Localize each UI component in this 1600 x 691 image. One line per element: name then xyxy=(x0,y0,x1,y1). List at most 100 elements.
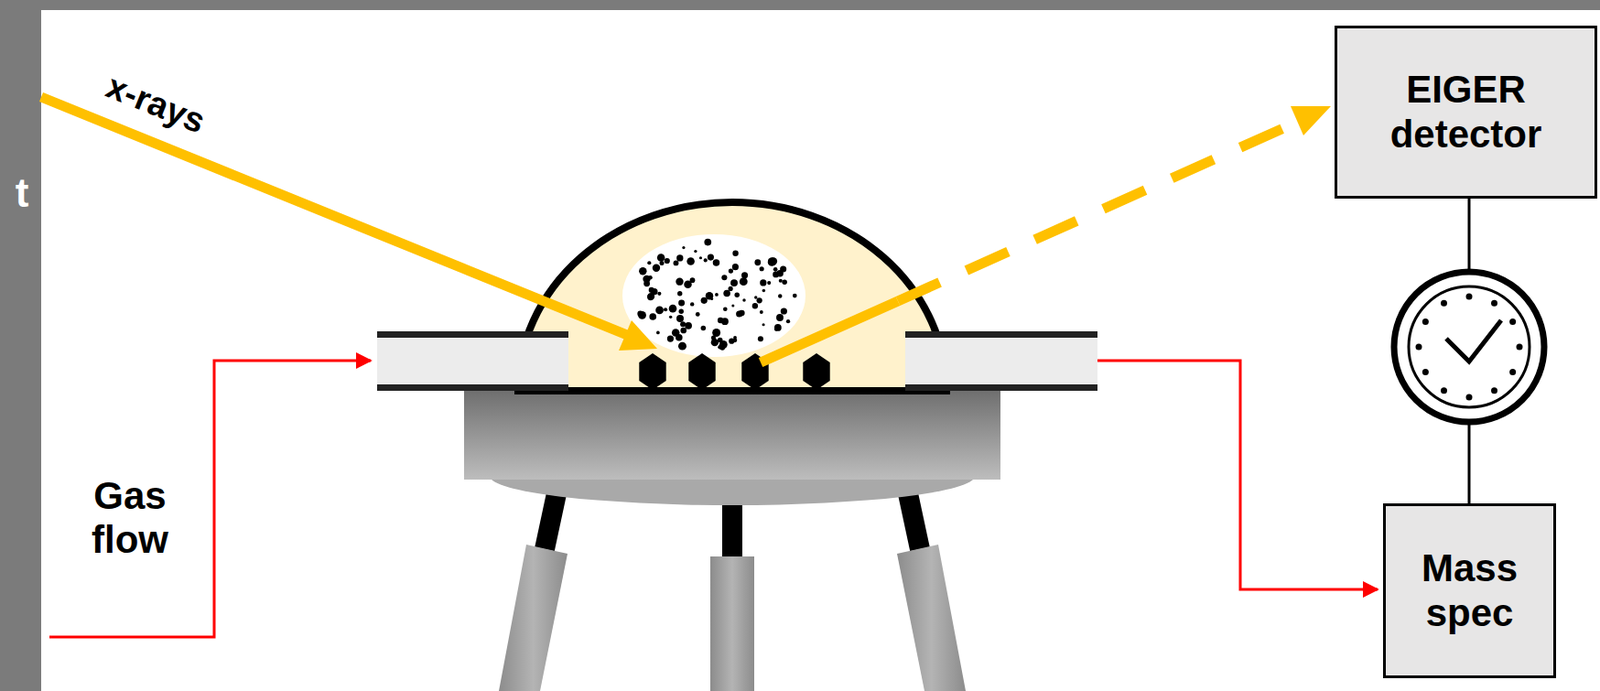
particle xyxy=(719,340,728,349)
particle xyxy=(731,303,735,307)
leg-lower xyxy=(498,544,568,691)
particle xyxy=(778,279,783,283)
particle xyxy=(721,317,729,325)
particle xyxy=(648,292,656,301)
clock-ticks xyxy=(1416,293,1524,401)
clock-tick xyxy=(1466,293,1473,301)
particle xyxy=(741,271,748,279)
gas-flow-label: Gas flow xyxy=(65,474,195,563)
particle xyxy=(776,270,784,278)
beam-arrowhead xyxy=(1290,106,1331,136)
particle xyxy=(742,298,746,302)
particle xyxy=(767,257,777,266)
clock-tick xyxy=(1422,318,1429,325)
particle xyxy=(637,310,643,316)
stage-bottom xyxy=(489,475,975,506)
particle xyxy=(774,324,782,332)
particle xyxy=(680,321,686,327)
particle xyxy=(703,238,712,247)
clock-rim xyxy=(1408,286,1530,408)
particle xyxy=(710,297,714,301)
particle xyxy=(732,249,738,256)
particle xyxy=(711,338,719,346)
crystal-hexagon xyxy=(802,353,830,390)
particle xyxy=(778,293,782,298)
particle xyxy=(759,310,764,314)
tripod-legs xyxy=(498,485,966,691)
particle xyxy=(739,277,748,286)
particle xyxy=(655,306,664,315)
particle xyxy=(669,304,678,314)
box-label: Mass spec xyxy=(1393,546,1546,636)
gas-pipe xyxy=(905,331,1098,391)
particle xyxy=(673,259,680,266)
diffracted-beam-dashed xyxy=(897,120,1300,302)
particle xyxy=(762,323,766,326)
particle xyxy=(679,309,684,314)
particle xyxy=(656,331,660,336)
particle xyxy=(759,266,765,271)
particle xyxy=(730,279,738,287)
particle xyxy=(728,268,734,273)
particle xyxy=(767,281,771,285)
particle xyxy=(773,267,779,272)
particle xyxy=(680,327,687,335)
particle xyxy=(728,286,734,292)
particle xyxy=(647,260,651,265)
clock-face xyxy=(1394,271,1545,422)
particle xyxy=(648,275,653,281)
gas-inlet-line xyxy=(49,360,371,638)
particle xyxy=(762,289,766,292)
particle xyxy=(681,246,685,249)
particle xyxy=(759,279,767,286)
particle xyxy=(732,280,737,285)
clock-tick xyxy=(1516,344,1524,351)
clock-tick xyxy=(1491,300,1498,307)
particle xyxy=(721,274,727,281)
particle xyxy=(754,259,761,266)
particle xyxy=(754,295,757,299)
catalyst-crystals xyxy=(638,353,830,390)
particle xyxy=(714,292,719,297)
gas-pipe xyxy=(377,331,569,391)
particle xyxy=(638,267,647,275)
particle xyxy=(678,342,687,351)
particle xyxy=(701,325,707,332)
particle xyxy=(713,259,721,267)
clock-tick xyxy=(1509,318,1516,325)
box-label: EIGER detector xyxy=(1344,67,1588,157)
particle xyxy=(652,264,660,272)
particle xyxy=(695,312,701,317)
particle xyxy=(664,258,671,264)
particle-cloud xyxy=(622,234,806,357)
crystal-hexagon xyxy=(688,353,715,390)
particle xyxy=(676,314,684,323)
particle xyxy=(669,315,672,319)
clock-tick xyxy=(1466,394,1473,401)
clock-tick xyxy=(1440,387,1448,394)
particle xyxy=(677,291,682,296)
leg-lower xyxy=(710,556,755,691)
particle xyxy=(776,313,784,322)
dome-cell xyxy=(518,202,947,391)
clock-tick xyxy=(1440,300,1448,307)
particle xyxy=(690,302,694,306)
particle xyxy=(657,253,666,262)
particle xyxy=(732,263,739,271)
particle xyxy=(781,279,788,285)
particle xyxy=(663,307,668,312)
particle xyxy=(671,328,681,337)
beam-arrowhead xyxy=(618,320,658,351)
particle xyxy=(723,290,731,298)
particle xyxy=(792,293,798,299)
instrument-box: EIGER detector xyxy=(1334,25,1598,199)
particle xyxy=(780,307,788,314)
particle xyxy=(683,280,692,289)
particle xyxy=(752,302,758,309)
particle xyxy=(738,310,746,317)
particle xyxy=(678,300,685,307)
particle xyxy=(657,291,661,296)
particles xyxy=(637,238,797,351)
crystal-hexagon xyxy=(638,353,666,390)
particle xyxy=(675,277,683,285)
